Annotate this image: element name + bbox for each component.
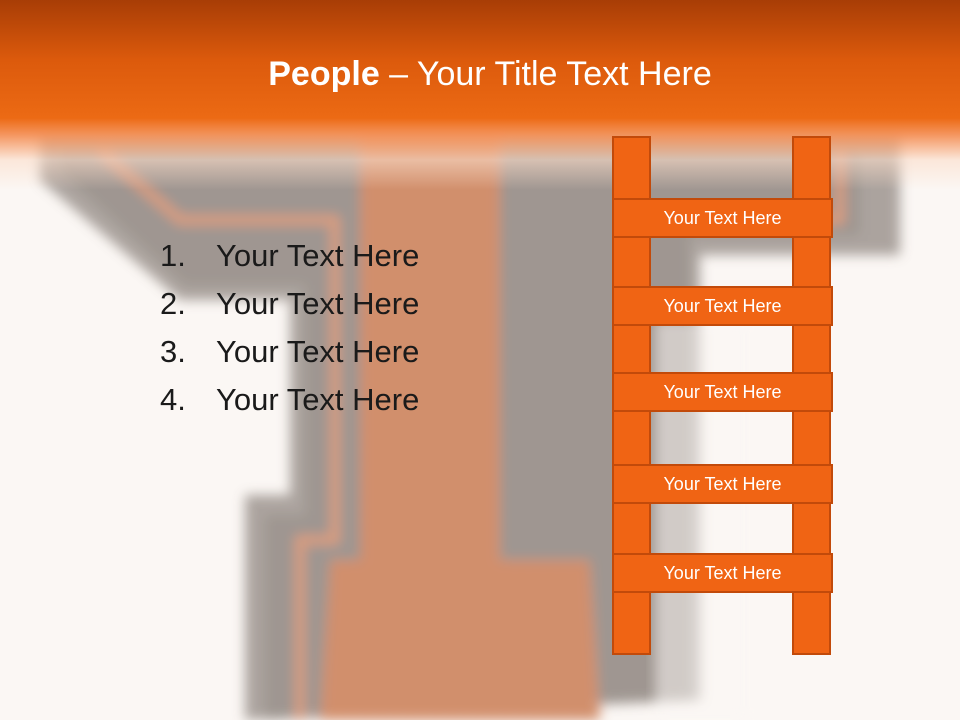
ladder-rung-5[interactable]: Your Text Here — [612, 553, 833, 593]
title-bar: People – Your Title Text Here — [0, 0, 960, 190]
ladder-rung-2[interactable]: Your Text Here — [612, 286, 833, 326]
list-text: Your Text Here — [216, 334, 420, 369]
ladder-rung-1[interactable]: Your Text Here — [612, 198, 833, 238]
numbered-list[interactable]: 1. Your Text Here 2. Your Text Here 3. Your… — [160, 232, 419, 424]
list-item: 3. Your Text Here — [160, 328, 419, 376]
list-number: 1. — [160, 238, 186, 273]
list-text: Your Text Here — [216, 286, 420, 321]
ladder-rung-3[interactable]: Your Text Here — [612, 372, 833, 412]
list-item: 2. Your Text Here — [160, 280, 419, 328]
list-number: 2. — [160, 286, 186, 321]
list-text: Your Text Here — [216, 382, 420, 417]
slide-title[interactable]: People – Your Title Text Here — [0, 52, 960, 96]
ladder-rung-4[interactable]: Your Text Here — [612, 464, 833, 504]
list-number: 3. — [160, 334, 186, 369]
list-text: Your Text Here — [216, 238, 420, 273]
title-bold: People — [268, 55, 380, 93]
list-item: 1. Your Text Here — [160, 232, 419, 280]
list-number: 4. — [160, 382, 186, 417]
list-item: 4. Your Text Here — [160, 376, 419, 424]
title-rest: Your Title Text Here — [416, 55, 712, 93]
title-separator: – — [379, 55, 417, 93]
